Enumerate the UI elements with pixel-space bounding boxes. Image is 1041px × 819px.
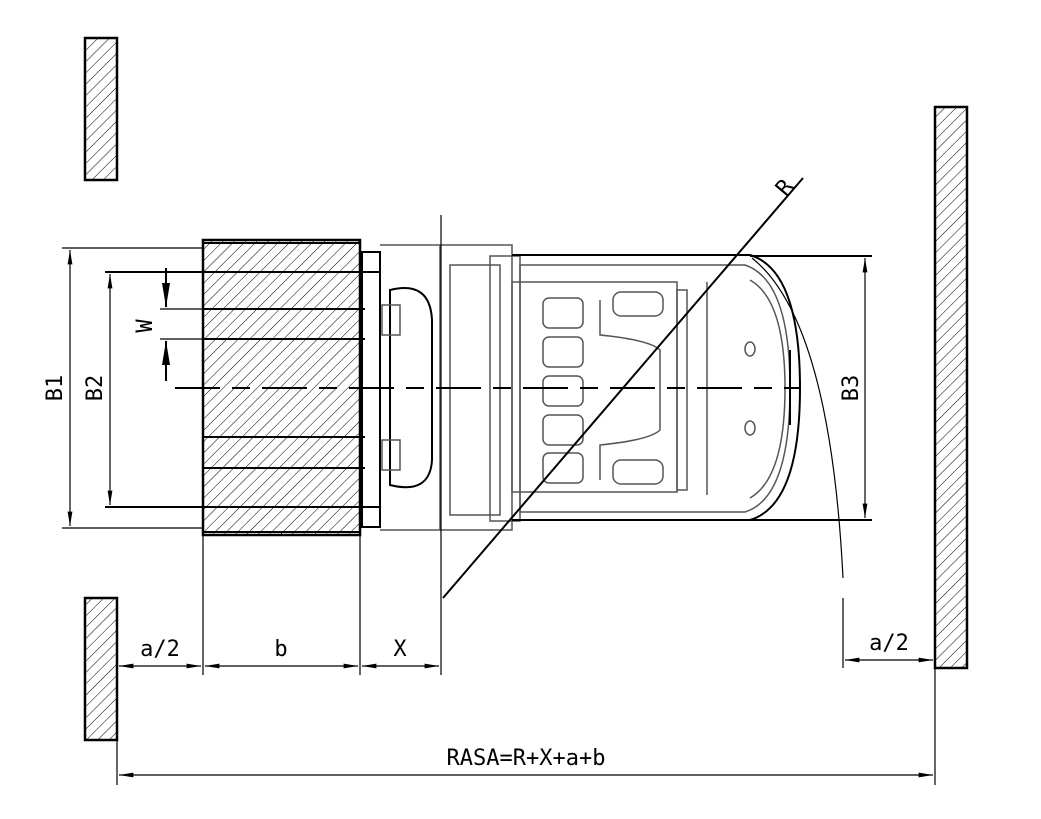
label-x: X [393,637,407,662]
label-b1: B1 [43,375,68,402]
dimension-r: R [442,174,844,599]
dimension-a-half-right: a/2 [842,598,933,668]
dimension-b1: B1 [43,247,203,529]
dimension-b2: B2 [83,271,380,508]
wall-bottom-left [83,596,119,742]
dimension-w: W [133,268,203,381]
label-a-half-right: a/2 [869,631,909,656]
label-b2: B2 [83,375,108,402]
label-a-half-left: a/2 [140,637,180,662]
dimension-b3: B3 [750,255,872,521]
forklift-body [361,244,802,531]
label-w: W [133,319,158,333]
wall-right [933,105,969,670]
dimension-rasa: RASA=R+X+a+b [116,668,936,785]
label-b3: B3 [839,375,864,402]
label-rasa: RASA=R+X+a+b [447,746,606,771]
label-b: b [274,637,287,662]
dimension-bottom-row: a/2 b X [119,535,439,675]
wall-top-left [83,36,119,182]
